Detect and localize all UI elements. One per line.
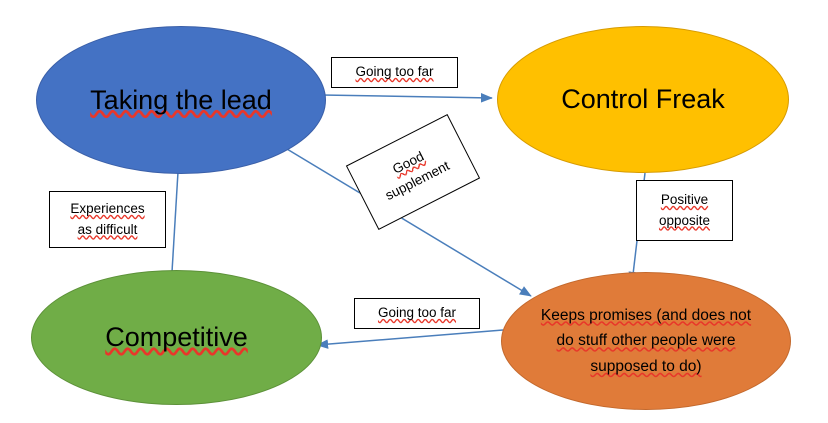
node-control-freak-label: Control Freak	[561, 84, 725, 115]
connector-taking-the-lead-to-control-freak	[321, 93, 493, 103]
edge-label-going-too-far-top[interactable]: Going too far	[331, 57, 458, 88]
node-competitive[interactable]: Competitive	[31, 270, 322, 405]
edge-label-going-too-far-bottom[interactable]: Going too far	[354, 298, 480, 329]
connector-keeps-promises-to-competitive	[316, 329, 504, 349]
node-control-freak[interactable]: Control Freak	[497, 26, 789, 173]
node-taking-the-lead[interactable]: Taking the lead	[36, 26, 326, 174]
edge-label-going-too-far-bottom-text: Going too far	[377, 305, 457, 321]
node-competitive-label: Competitive	[105, 322, 248, 353]
node-taking-the-lead-label: Taking the lead	[90, 84, 272, 115]
edge-label-going-too-far-top-text: Going too far	[355, 64, 434, 80]
